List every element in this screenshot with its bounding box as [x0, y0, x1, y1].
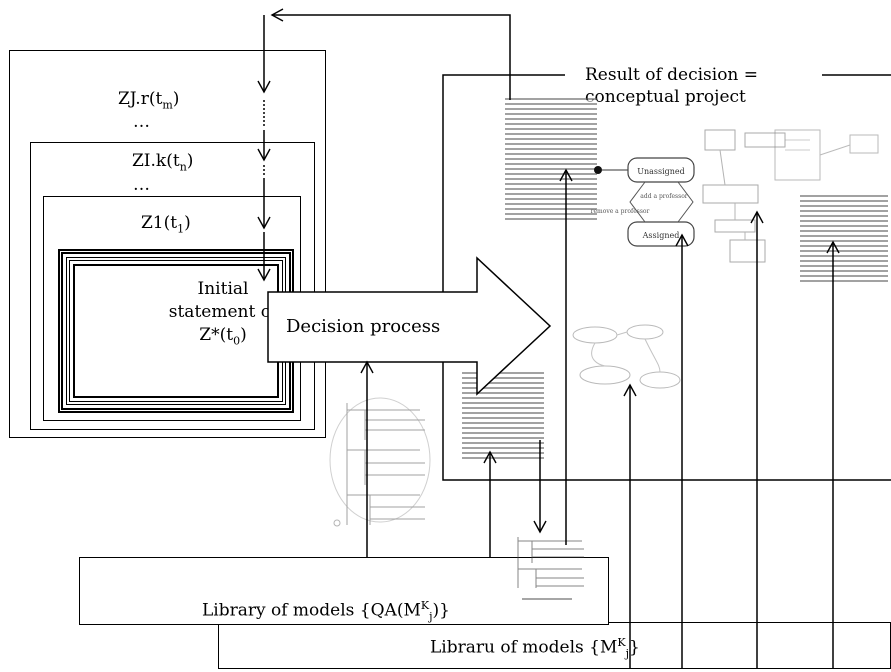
task-box-zj — [9, 50, 326, 438]
state-unassigned: Unassigned — [637, 167, 685, 176]
edge-add-professor: add a professor — [640, 193, 688, 200]
tree-diagram-thumbnail — [329, 397, 431, 527]
task-label-zi: ZI.k(tn) — [132, 151, 194, 174]
library-m-name: Libraru of models {MKj} — [430, 636, 640, 661]
library-qa-name: Library of models {QA(MKj)} — [202, 599, 450, 624]
model-tree-thumbnail — [517, 537, 584, 600]
ellipsis-2: … — [133, 175, 150, 195]
state-assigned: Assigned — [642, 231, 680, 240]
result-label: Result of decision = conceptual project — [585, 65, 759, 108]
task-label-zj: ZJ.r(tm) — [118, 89, 180, 112]
library-models-qa-box — [79, 557, 609, 625]
task-label-z1: Z1(t1) — [141, 213, 191, 236]
ellipsis-1: … — [133, 112, 150, 132]
task-box-zi — [30, 142, 315, 430]
edge-remove-professor: remove a professor — [591, 208, 650, 215]
initial-statement-label: Initial statement of Z*(t0) — [168, 279, 278, 348]
decision-process-label: Decision process — [286, 316, 441, 337]
process-diagram-thumbnail — [572, 324, 681, 389]
flowchart-thumbnail-2 — [774, 129, 879, 181]
